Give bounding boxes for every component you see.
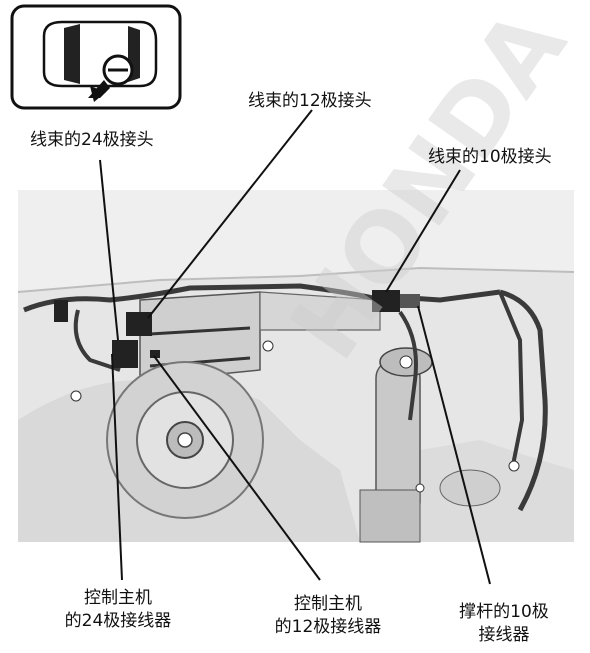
label-strut-10-line2: 接线器 (478, 625, 530, 645)
label-strut-10: 撑杆的10极 接线器 (459, 601, 549, 647)
label-unit-12-line1: 控制主机 (293, 594, 362, 614)
leader-harness-10 (385, 169, 461, 293)
label-unit-12: 控制主机 的12极接线器 (275, 593, 382, 639)
label-harness-12: 线束的12极接头 (248, 91, 372, 111)
label-unit-12-line2: 的12极接线器 (274, 617, 382, 637)
leader-strut-10 (417, 305, 491, 585)
engine-bay-drawing (17, 190, 575, 543)
label-harness-10: 线束的10极接头 (428, 147, 552, 167)
leader-harness-12 (147, 109, 313, 319)
label-unit-24-line1: 控制主机 (83, 588, 152, 608)
leader-unit-24 (111, 353, 123, 581)
label-unit-24-line2: 的24极接线器 (64, 611, 172, 631)
leader-harness-24 (99, 159, 119, 341)
label-harness-24: 线束的24极接头 (30, 130, 154, 150)
label-unit-24: 控制主机 的24极接线器 (65, 587, 172, 633)
vehicle-orientation-icon (10, 4, 182, 110)
leader-unit-12 (153, 355, 321, 581)
leader-lines (99, 109, 491, 585)
label-strut-10-line1: 撑杆的10极 (459, 602, 549, 622)
